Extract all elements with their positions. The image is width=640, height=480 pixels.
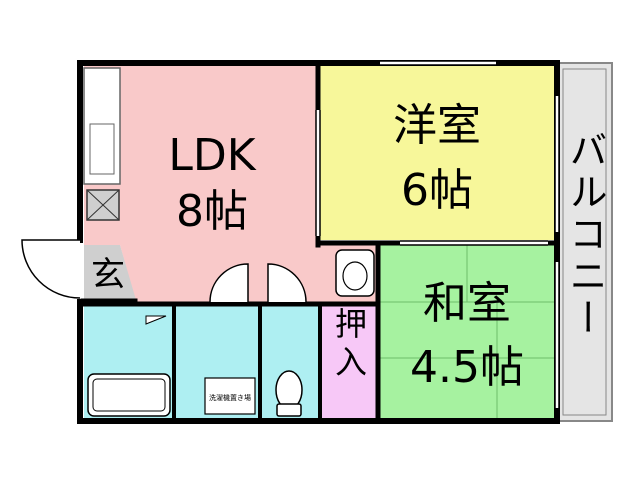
ldk-size: 8帖 [176, 186, 248, 237]
western-room [318, 65, 556, 240]
entrance-door-swing [21, 239, 81, 299]
japanese-size: 4.5帖 [410, 342, 524, 393]
western-size: 6帖 [401, 165, 473, 216]
bathtub [87, 373, 171, 417]
toilet-tank [276, 403, 302, 417]
entrance-area [84, 245, 136, 300]
shoe-box-cross-b [86, 189, 120, 221]
shower-mark [145, 315, 167, 325]
balcony-inner-line [562, 68, 607, 416]
washbasin [335, 249, 375, 297]
closet [322, 306, 376, 418]
japanese-name: 和室 [423, 278, 511, 329]
bathtub-inner [92, 378, 166, 412]
balcony-area [556, 62, 613, 422]
entrance-label: 玄 [91, 255, 125, 295]
washer-spot [204, 377, 256, 415]
western-name: 洋室 [393, 100, 481, 151]
closet-label: 押入 [330, 307, 368, 383]
ldk-room [84, 65, 378, 302]
sink [89, 123, 115, 175]
ldk-name: LDK [168, 130, 256, 181]
tatami-lines [378, 245, 556, 418]
wash-door-left [209, 263, 249, 303]
washbasin-bowl [342, 261, 368, 291]
washer-label: 洗濯機置き場 [209, 393, 251, 402]
kitchen-counter [83, 67, 121, 185]
window-marks [315, 60, 560, 408]
balcony-label: バルコニー [563, 130, 607, 340]
wash-door-right [267, 263, 307, 303]
